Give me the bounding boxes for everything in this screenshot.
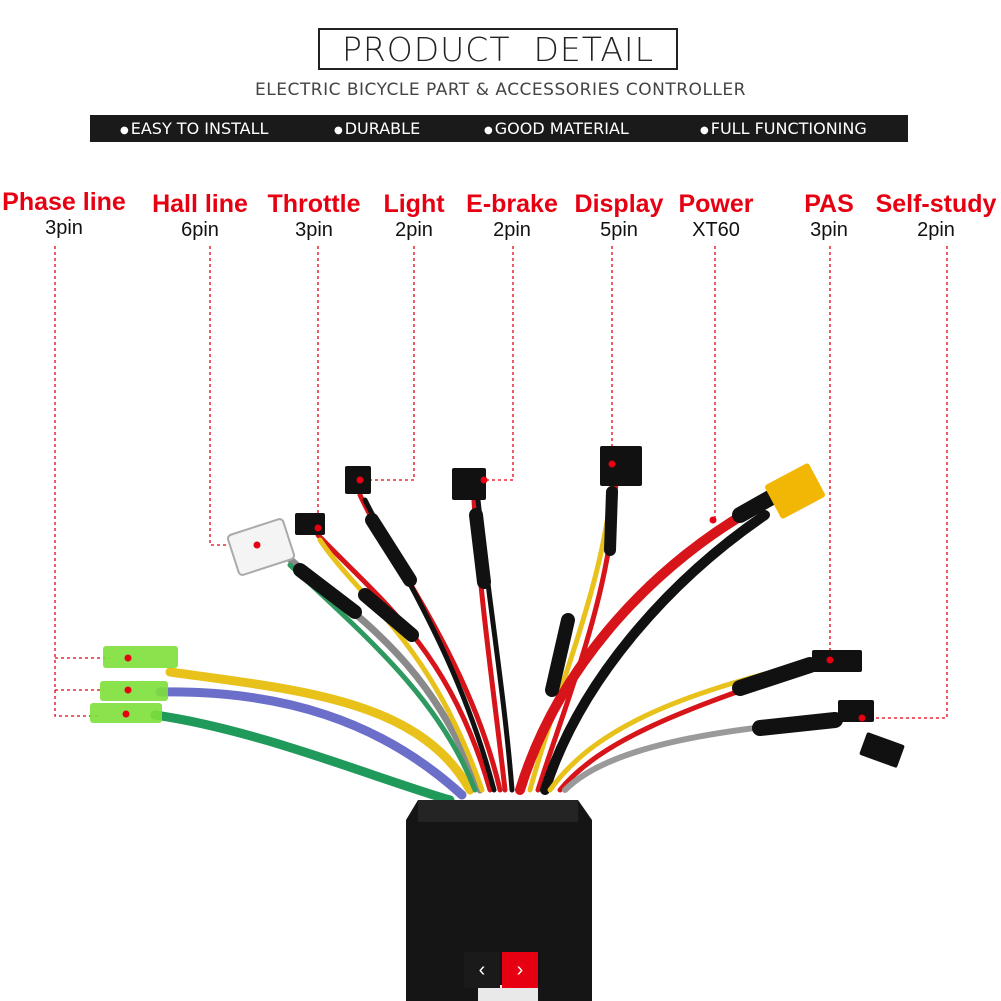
- selfstudy-plug: [838, 700, 874, 722]
- phase-sleeve-1: [103, 646, 178, 668]
- wire-throttle-yellow: [317, 537, 485, 793]
- marker-dots: [122, 460, 866, 722]
- hall-connector: [226, 518, 296, 576]
- page-title: PRODUCT DETAIL: [318, 28, 678, 70]
- dot-ebrake: [480, 476, 488, 484]
- pas-plug: [812, 650, 862, 672]
- leader-lines: [54, 246, 948, 719]
- throttle-plug: [295, 513, 325, 535]
- display-plug: [600, 446, 642, 486]
- feature-full-functioning: FULL FUNCTIONING: [700, 115, 867, 142]
- dot-phase-1: [124, 654, 132, 662]
- dot-throttle: [314, 524, 322, 532]
- label-pin: 5pin: [600, 219, 638, 241]
- feature-durable: DURABLE: [334, 115, 420, 142]
- label-name: Power: [678, 190, 754, 218]
- sleeve-light: [365, 513, 417, 587]
- label-pin: 6pin: [181, 219, 219, 241]
- label-name: Throttle: [267, 190, 361, 218]
- leader-hall-line: [209, 246, 255, 546]
- sleeve-throttle: [358, 588, 419, 642]
- gallery-prev-button[interactable]: ‹: [464, 952, 500, 988]
- chevron-left-icon: ‹: [478, 958, 486, 981]
- housing-label-sticker: [478, 985, 538, 1001]
- dot-selfstudy: [858, 714, 866, 722]
- sleeve-power: [732, 490, 778, 523]
- dot-hall: [253, 541, 261, 549]
- phase-sleeve-2: [100, 681, 168, 701]
- hall-plug: [226, 518, 296, 576]
- feature-good-material: GOOD MATERIAL: [484, 115, 629, 142]
- dot-pas: [826, 656, 834, 664]
- label-name: Self-study: [875, 190, 997, 218]
- dot-phase-2: [124, 686, 132, 694]
- label-pin: 3pin: [45, 217, 83, 239]
- wire-power-red: [515, 500, 765, 795]
- label-name: Display: [574, 190, 664, 218]
- leader-self-study: [862, 246, 948, 719]
- label-name: E-brake: [466, 190, 558, 218]
- label-pin: 2pin: [395, 219, 433, 241]
- label-pin: 2pin: [917, 219, 955, 241]
- phase-bullet-connectors: [90, 646, 178, 723]
- selfstudy-mate: [859, 732, 905, 768]
- label-name: Phase line: [2, 188, 126, 216]
- chevron-right-icon: ›: [516, 958, 524, 981]
- housing-top: [418, 800, 578, 822]
- dot-light: [356, 476, 364, 484]
- leader-light: [362, 246, 415, 481]
- label-pin: 3pin: [810, 219, 848, 241]
- feature-easy-install: EASY TO INSTALL: [120, 115, 269, 142]
- leader-e-brake: [485, 246, 514, 481]
- dot-phase-3: [122, 710, 130, 718]
- housing-body: [406, 800, 592, 1001]
- leader-phase-line: [54, 246, 100, 717]
- label-name: Light: [383, 190, 445, 218]
- label-pin: 3pin: [295, 219, 333, 241]
- sleeve-hall: [293, 563, 362, 619]
- page-title-text: PRODUCT DETAIL: [341, 29, 655, 69]
- wire-power-black: [540, 510, 770, 795]
- ebrake-plug: [452, 468, 486, 500]
- xt60-plug: [765, 463, 825, 519]
- dot-display: [608, 460, 616, 468]
- wire-phase-yellow: [165, 667, 475, 795]
- wire-phase-blue: [155, 687, 467, 800]
- label-pin: 2pin: [493, 219, 531, 241]
- label-name: Hall line: [152, 190, 248, 218]
- sleeve-ebrake: [469, 508, 491, 589]
- page-subtitle: ELECTRIC BICYCLE PART & ACCESSORIES CONT…: [255, 80, 746, 100]
- wire-phase-green: [150, 710, 455, 805]
- gallery-next-button[interactable]: ›: [502, 952, 538, 988]
- feature-bar: EASY TO INSTALL DURABLE GOOD MATERIAL FU…: [90, 115, 908, 142]
- sleeve-display: [604, 486, 618, 556]
- label-name: PAS: [804, 190, 854, 218]
- label-pin: XT60: [692, 219, 740, 241]
- dot-power: [709, 516, 717, 524]
- controller-housing: [406, 800, 592, 1001]
- sleeve-pas: [732, 657, 818, 696]
- sleeve-display-low: [545, 613, 575, 697]
- sleeve-selfstudy: [752, 712, 843, 736]
- heat-shrink-sleeves: [293, 486, 843, 736]
